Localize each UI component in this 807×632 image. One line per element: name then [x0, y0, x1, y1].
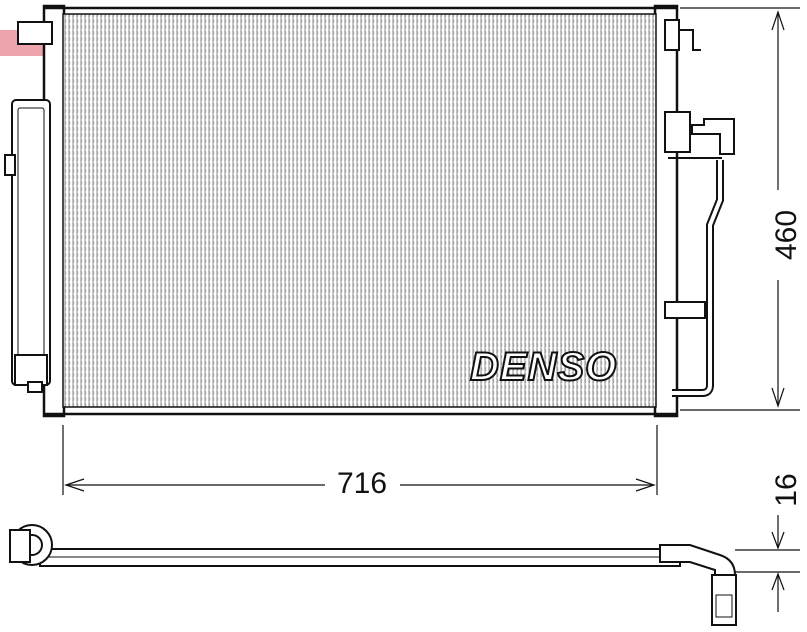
refrigerant-pipe	[664, 19, 735, 397]
width-label: 716	[337, 467, 387, 500]
thickness-label: 16	[770, 473, 803, 506]
mounting-bracket	[17, 21, 53, 45]
height-label: 460	[770, 210, 803, 260]
brand-logo: DENSO	[470, 345, 617, 389]
receiver-dryer	[4, 99, 51, 393]
condenser-bottom-view	[9, 524, 737, 626]
condenser-front-view	[42, 4, 679, 418]
height-dimension	[680, 7, 800, 411]
thickness-dimension	[735, 515, 800, 612]
width-dimension	[62, 425, 658, 495]
